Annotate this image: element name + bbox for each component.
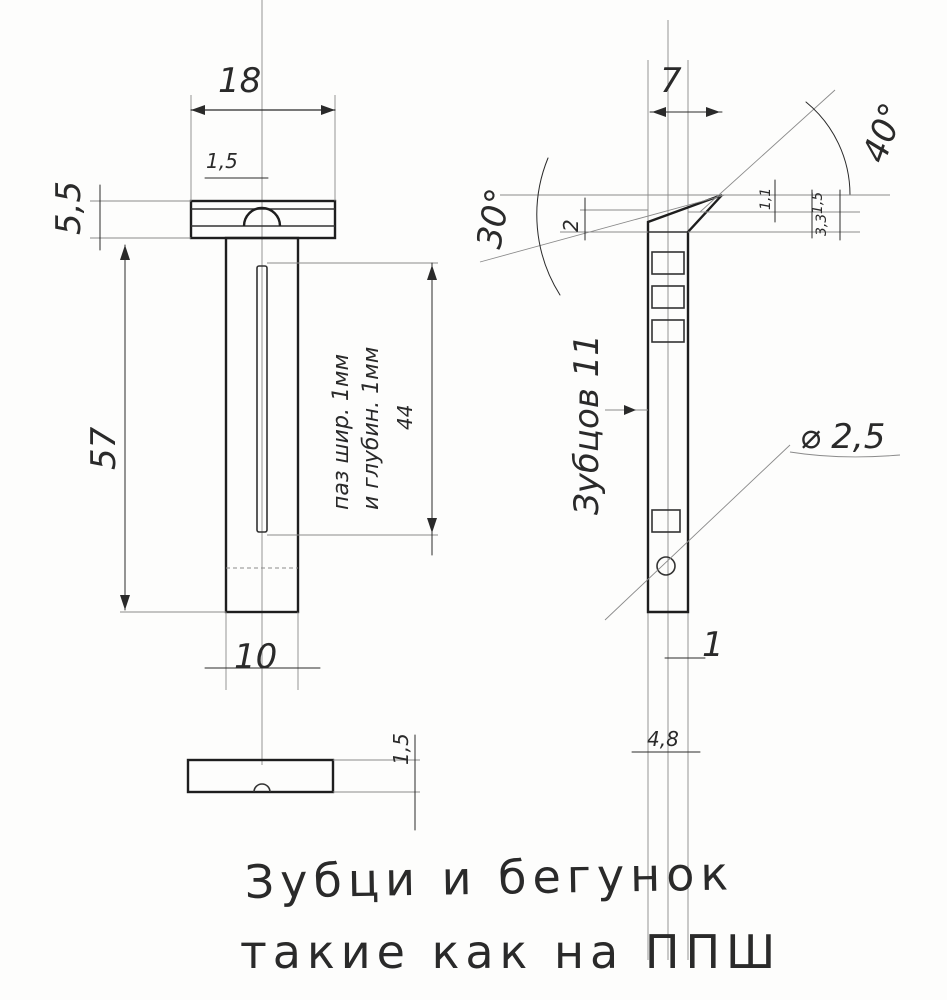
dim-label-cap-depth: 1,5 bbox=[389, 733, 413, 765]
arrow bbox=[427, 265, 437, 280]
arrow bbox=[120, 245, 130, 260]
dim-label-body-width: 10 bbox=[234, 637, 277, 677]
left-body bbox=[224, 236, 300, 614]
dim-label-hole-diameter: ⌀ 2,5 bbox=[800, 417, 885, 457]
tooth bbox=[651, 251, 685, 275]
arrow bbox=[652, 107, 666, 117]
slot-note-line1: паз шир. 1мм bbox=[329, 354, 354, 510]
dim-label-thickness: 7 bbox=[660, 61, 682, 101]
right-part-view: 7 30° 40° 2 1,1 1,5 3,3 Зубцов 11 ⌀ 2,5 bbox=[469, 20, 913, 960]
angle-construction-line bbox=[699, 89, 836, 213]
dim-label-tip-small-a: 1,1 bbox=[758, 188, 774, 210]
dim-label-slot-length: 44 bbox=[393, 405, 417, 430]
dim-label-tip-small-b: 1,5 bbox=[810, 192, 826, 214]
arrow bbox=[624, 405, 636, 415]
dim-label-width-top: 18 bbox=[218, 61, 261, 101]
slot-note-line2: и глубин. 1мм bbox=[359, 347, 384, 510]
dim-label-body-length: 57 bbox=[84, 426, 124, 470]
arrow bbox=[120, 595, 130, 610]
teeth-note: Зубцов 11 bbox=[567, 334, 607, 515]
right-body bbox=[646, 193, 723, 614]
arrow bbox=[191, 105, 205, 115]
dim-label-step: 1 bbox=[702, 625, 724, 665]
dim-label-width-bottom: 4,8 bbox=[647, 727, 679, 751]
leader-underline bbox=[789, 451, 901, 458]
angle-construction-line bbox=[479, 194, 726, 263]
leader-line bbox=[604, 444, 791, 621]
tooth bbox=[651, 319, 685, 343]
left-head-notch bbox=[242, 206, 282, 227]
caption-line2: такие как на ППШ bbox=[240, 925, 781, 979]
arrow bbox=[427, 518, 437, 533]
left-cap bbox=[186, 758, 335, 794]
angle-arc-left bbox=[536, 157, 561, 296]
dim-label-tip-small-c: 3,3 bbox=[814, 214, 830, 236]
arrow bbox=[321, 105, 335, 115]
caption-line1: Зубци и бегунок bbox=[244, 846, 734, 909]
tooth bbox=[651, 509, 681, 533]
angle-label-right: 40° bbox=[855, 98, 913, 168]
hole bbox=[656, 556, 676, 576]
left-head bbox=[189, 199, 337, 240]
left-cap-notch bbox=[253, 783, 271, 793]
dim-label-head-height: 5,5 bbox=[49, 181, 89, 235]
arrow bbox=[706, 107, 720, 117]
angle-arc-right bbox=[805, 101, 851, 196]
angle-label-left: 30° bbox=[469, 185, 519, 251]
left-part-view: 18 1,5 5,5 57 паз шир. 1мм и глубин. 1мм… bbox=[49, 0, 438, 831]
left-slot bbox=[256, 265, 268, 533]
dim-label-tooth-offset: 1,5 bbox=[206, 149, 238, 173]
dim-label-tip-height: 2 bbox=[559, 219, 583, 232]
tooth bbox=[651, 285, 685, 309]
caption: Зубци и бегунок такие как на ППШ bbox=[240, 846, 781, 979]
